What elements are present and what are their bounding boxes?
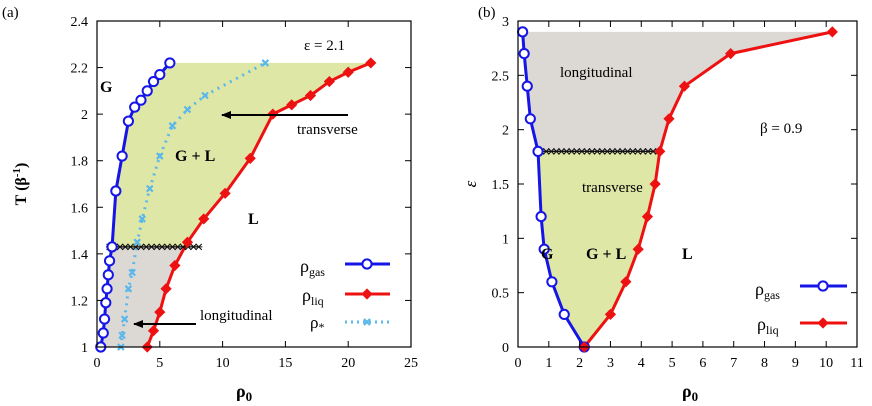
panel-b-coexistence-region xyxy=(538,151,660,347)
panel-a-ytick-label: 1.8 xyxy=(71,155,89,170)
panel-a-series-gas-point xyxy=(98,313,111,325)
panel-b-tag: (b) xyxy=(478,5,496,21)
panel-a-series-gas-point xyxy=(97,327,109,339)
panel-a-xlabel: ρ0 xyxy=(236,381,252,404)
panel-a-ytick-label: 2 xyxy=(81,108,88,123)
panel-a-xtick-label: 0 xyxy=(94,356,101,371)
panel-b-region-GL: G + L xyxy=(586,246,626,263)
panel-a-transverse-label: transverse xyxy=(297,122,358,138)
panel-b-xtick-label: 3 xyxy=(607,356,614,371)
panel-b-param-label: β = 0.9 xyxy=(760,121,802,137)
panel-b-region-G: G xyxy=(541,246,554,263)
panel-b-xtick-label: 9 xyxy=(792,356,799,371)
panel-b-xtick-label: 1 xyxy=(545,356,552,371)
panel-a-legend-liq: ρliq xyxy=(302,285,324,308)
panel-b-ytick-label: 2 xyxy=(502,124,509,139)
panel-a-series-gas-point xyxy=(110,185,122,197)
panel-b-xtick-label: 5 xyxy=(669,356,676,371)
panel-b-series-gas-point xyxy=(535,211,547,223)
panel-a-ytick-label: 2.2 xyxy=(71,62,89,77)
panel-b-xlabel: ρ0 xyxy=(682,381,698,404)
panel-b-series-gas-point xyxy=(521,80,533,92)
panel-a-ytick-label: 1.4 xyxy=(71,248,89,263)
panel-a-series-gas-point xyxy=(100,297,112,309)
panel-a-legend-star: ρ* xyxy=(310,313,324,334)
panel-b-longitudinal-label: longitudinal xyxy=(560,65,633,81)
panel-a-xtick-label: 20 xyxy=(341,356,355,371)
panel-a-region-L: L xyxy=(248,211,259,228)
panel-a-frame xyxy=(96,20,412,348)
panel-b-ytick-label: 0 xyxy=(502,341,509,356)
panel-b-ytick-label: 1.5 xyxy=(492,178,510,193)
panel-b-legend-gas: ρgas xyxy=(755,279,780,302)
panel-a-ytick-label: 1 xyxy=(81,341,88,356)
panel-a-series-gas-point xyxy=(135,94,147,106)
panel-b-series-gas-point xyxy=(558,308,570,320)
panel-a-xtick-label: 10 xyxy=(216,356,230,371)
panel-a-series-liq-point xyxy=(365,57,377,69)
panel-b-series-gas-point xyxy=(518,48,530,60)
panel-b-ytick-label: 1 xyxy=(502,232,509,247)
panel-a-series-gas-point xyxy=(122,115,134,127)
panel-b-xtick-label: 7 xyxy=(730,356,737,371)
panel-a-ylabel: T (β-1) xyxy=(11,163,30,206)
panel-b-legend: ρgas ρliq xyxy=(755,279,847,337)
panel-a-series-gas-point xyxy=(103,255,116,267)
panel-b-xtick-label: 2 xyxy=(576,356,583,371)
panel-a-coexistence-region xyxy=(112,62,371,247)
panel-b-xtick-label: 10 xyxy=(819,356,833,371)
panel-a-series-gas-point xyxy=(164,57,176,69)
panel-a-region-GL: G + L xyxy=(175,148,215,165)
panel-a-tag: (a) xyxy=(2,5,19,21)
panel-b-xtick-label: 11 xyxy=(850,356,863,371)
panel-a-ytick-label: 2.4 xyxy=(71,15,89,30)
panel-b-ytick-label: 0.5 xyxy=(492,287,510,302)
panel-b-xtick-label: 6 xyxy=(699,356,706,371)
panel-a-series-gas-point xyxy=(141,85,153,97)
panel-a-separator-marker xyxy=(194,243,203,251)
panel-a-ytick-label: 1.2 xyxy=(71,294,89,309)
panel-b-ytick-label: 2.5 xyxy=(492,69,510,84)
panel-b-series-gas-line xyxy=(521,31,586,348)
panel-b-ytick-label: 3 xyxy=(502,15,509,30)
panel-a-ytick-label: 1.6 xyxy=(71,201,89,216)
panel-b-xtick-label: 8 xyxy=(761,356,768,371)
panel-a-longitudinal-label: longitudinal xyxy=(200,308,273,324)
panel-a-legend: ρgas ρliq ρ* xyxy=(300,256,390,334)
panel-a-xtick-label: 25 xyxy=(404,356,418,371)
panel-a-chart: (a) 0 5 10 15 20 25 1 1.2 1.4 1.6 1.8 2 2.2 2.4 ε = 2… xyxy=(2,5,418,404)
panel-a-series-gas-point xyxy=(102,269,114,281)
panel-a-series-gas-point xyxy=(101,283,113,295)
panel-a-series-gas-point xyxy=(106,241,118,253)
panel-b-series-gas-point xyxy=(532,145,544,157)
panel-b-series-gas-point xyxy=(546,276,558,288)
panel-a-xtick-label: 15 xyxy=(278,356,292,371)
panel-a-series-gas-point xyxy=(154,68,166,81)
panel-a-series-gas-point xyxy=(116,150,128,162)
panel-b-series-liq-point xyxy=(826,26,838,38)
panel-a-param-label: ε = 2.1 xyxy=(304,38,345,54)
panel-b-region-L: L xyxy=(682,246,693,263)
panel-b-xtick-label: 4 xyxy=(638,356,645,371)
panel-b-series-gas-point xyxy=(517,26,529,38)
panel-b-legend-liq: ρliq xyxy=(757,314,779,337)
panel-b-transverse-label: transverse xyxy=(582,180,643,196)
panel-b-series-gas-point xyxy=(524,113,536,125)
panel-a-legend-gas: ρgas xyxy=(300,256,325,279)
panel-b-longitudinal-region xyxy=(522,31,833,152)
panel-b-ylabel: ε xyxy=(461,180,480,187)
panel-b-xtick-label: 0 xyxy=(515,356,522,371)
panel-a-region-G: G xyxy=(100,79,113,96)
panel-a-xtick-label: 5 xyxy=(156,356,163,371)
